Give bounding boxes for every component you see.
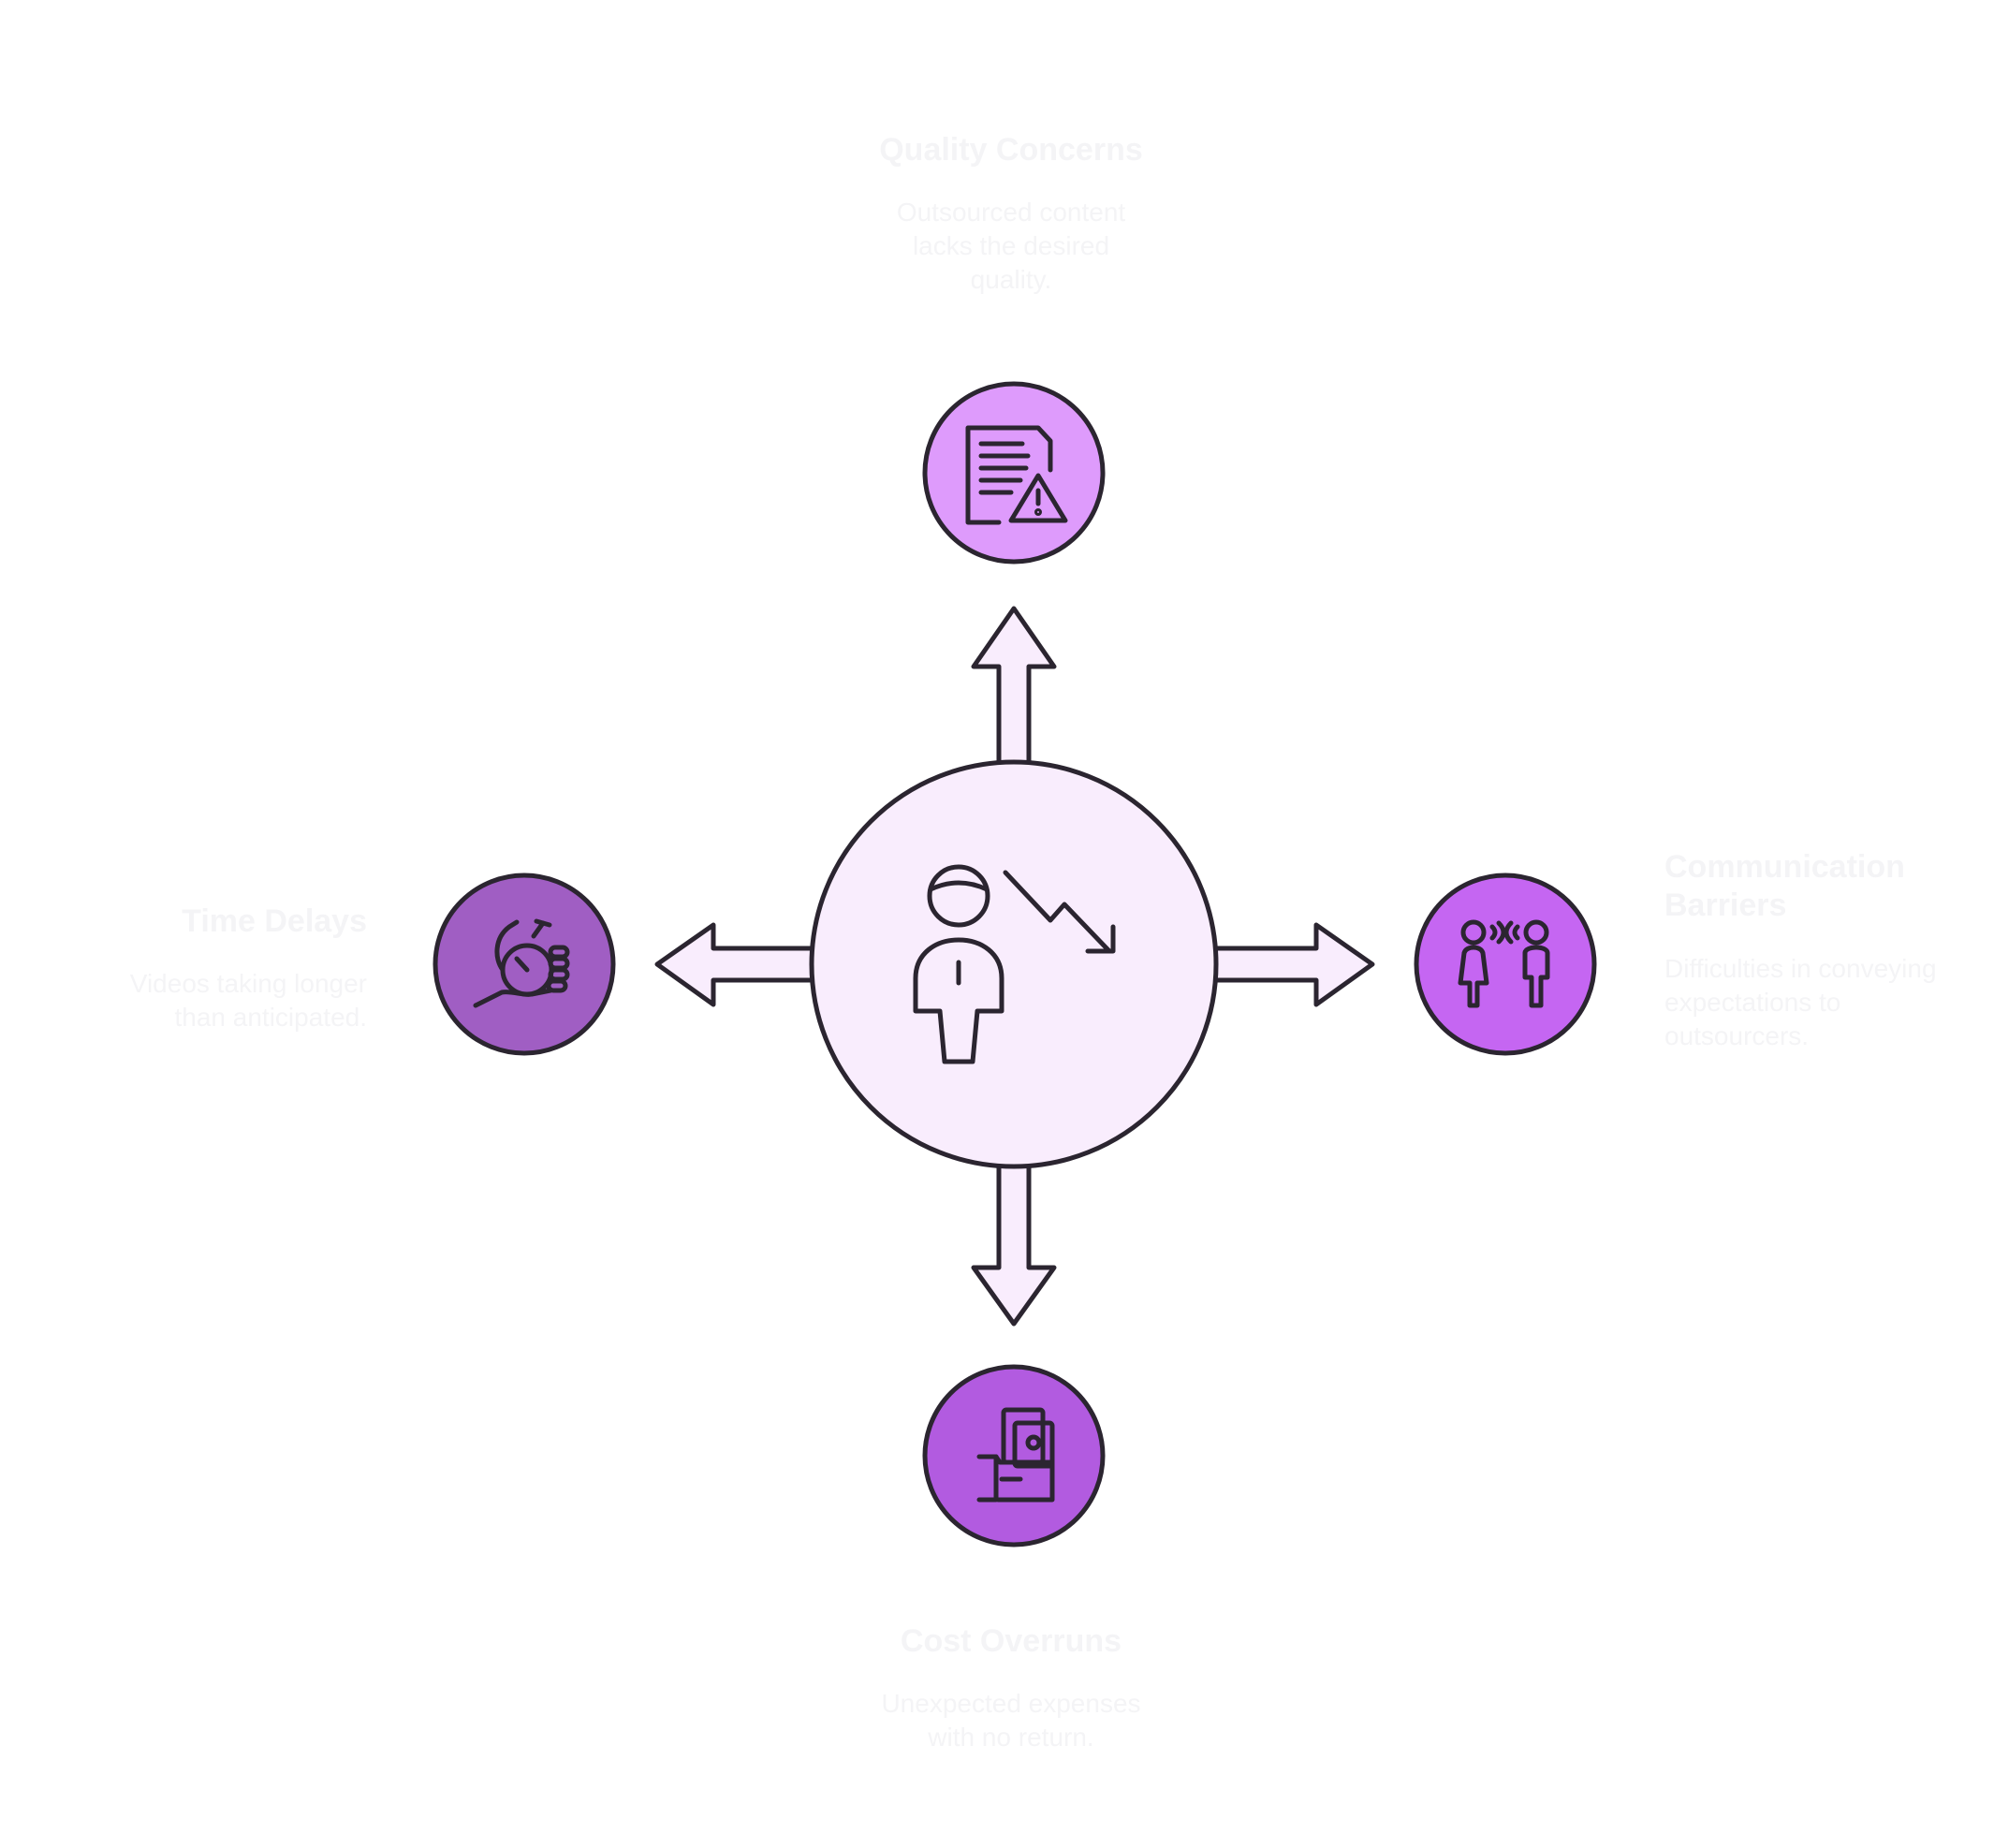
arrow-up <box>971 606 1057 766</box>
center-circle <box>809 759 1219 1169</box>
quality-title: Quality Concerns <box>879 132 1143 168</box>
communication-description: Difficulties in conveying expectations t… <box>1664 953 1937 1050</box>
hand-stopwatch-icon <box>473 918 570 1008</box>
hand-with-money-icon <box>976 1407 1055 1503</box>
node-communication <box>1414 873 1597 1056</box>
cost-title: Cost Overruns <box>900 1623 1122 1659</box>
label-communication: Communication Barriers Difficulties in c… <box>1664 848 1945 1053</box>
arrow-left <box>654 922 817 1007</box>
person-declining-trend-icon <box>913 864 1116 1064</box>
label-quality: Quality Concerns Outsourced content lack… <box>871 131 1151 297</box>
time-title: Time Delays <box>182 903 367 939</box>
document-warning-icon <box>965 425 1068 525</box>
label-time: Time Delays Videos taking longer than an… <box>94 902 367 1034</box>
node-time <box>433 873 616 1056</box>
node-communication-circle <box>1414 873 1597 1056</box>
arrow-down <box>971 1159 1057 1327</box>
time-description: Videos taking longer than anticipated. <box>129 969 367 1033</box>
node-cost <box>922 1364 1106 1547</box>
two-people-talking-icon <box>1458 919 1550 1008</box>
node-quality <box>922 381 1106 565</box>
cost-description: Unexpected expenses with no return. <box>881 1689 1141 1753</box>
arrow-right <box>1210 922 1375 1007</box>
communication-title: Communication Barriers <box>1664 849 1905 924</box>
node-quality-circle <box>922 381 1106 565</box>
quality-description: Outsourced content lacks the desired qua… <box>896 198 1126 295</box>
label-cost: Cost Overruns Unexpected expenses with n… <box>871 1622 1151 1754</box>
